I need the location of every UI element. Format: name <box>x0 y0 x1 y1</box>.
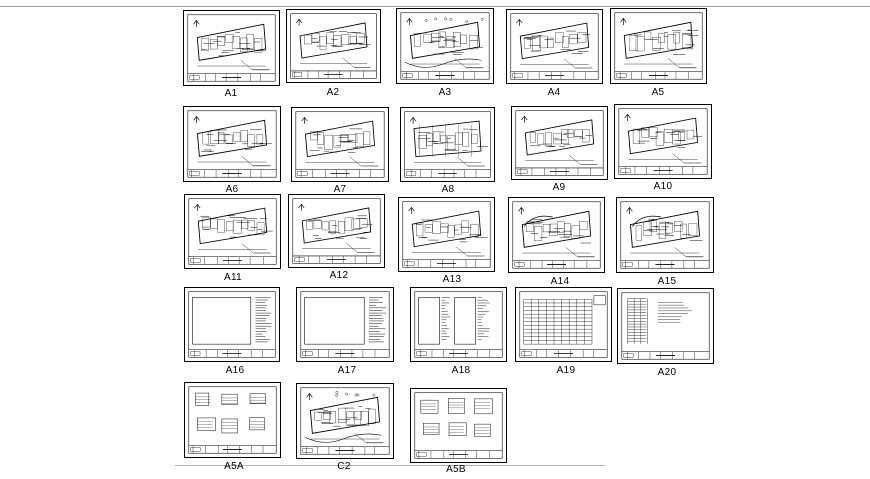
drawing-sheet-a5a[interactable] <box>184 382 281 458</box>
sheet-label-a13: A13 <box>442 274 462 285</box>
sheet-drawing <box>188 198 277 265</box>
drawing-sheet-a15[interactable] <box>616 197 714 273</box>
drawing-sheet-a7[interactable] <box>291 107 389 182</box>
sheet-label-a11: A11 <box>224 272 242 283</box>
drawing-sheet-a17[interactable] <box>296 287 394 362</box>
drawing-sheet-a20[interactable] <box>617 288 714 364</box>
sheet-label-a6: A6 <box>225 184 239 195</box>
sheet-drawing <box>188 386 277 454</box>
sheet-label-a17: A17 <box>337 365 357 376</box>
sheet-label-a8: A8 <box>441 184 455 195</box>
sheet-label-a12: A12 <box>329 270 349 281</box>
drawing-sheet-c2[interactable] <box>296 383 394 459</box>
sheet-drawing <box>414 392 503 459</box>
bottom-divider-line <box>175 465 605 466</box>
sheet-label-a14: A14 <box>550 276 570 287</box>
drawing-sheet-a12[interactable] <box>288 194 385 268</box>
drawing-sheet-a1[interactable] <box>183 10 280 86</box>
sheet-drawing <box>188 291 276 358</box>
drawing-sheet-a14[interactable] <box>508 197 605 273</box>
sheet-label-a9: A9 <box>552 182 566 193</box>
sheet-label-a18: A18 <box>451 365 471 376</box>
sheet-label-c2: C2 <box>337 461 351 472</box>
drawing-sheet-a8[interactable] <box>400 107 495 182</box>
sheet-drawing <box>519 291 608 358</box>
drawing-sheet-a16[interactable] <box>184 287 280 362</box>
sheet-label-a20: A20 <box>657 367 677 378</box>
sheet-drawing <box>300 291 390 358</box>
sheet-drawing <box>515 110 604 176</box>
drawing-sheet-a6[interactable] <box>183 106 281 182</box>
drawing-sheet-a2[interactable] <box>286 9 381 83</box>
sheet-label-a4: A4 <box>547 87 561 98</box>
sheet-label-a5: A5 <box>651 87 665 98</box>
drawing-sheet-a5[interactable] <box>610 8 707 84</box>
sheet-label-a5b: A5B <box>446 464 466 475</box>
sheet-label-a10: A10 <box>653 181 673 192</box>
sheet-label-a2: A2 <box>326 87 340 98</box>
sheet-drawing <box>510 13 599 80</box>
drawing-sheet-a9[interactable] <box>511 106 608 180</box>
drawing-sheet-a4[interactable] <box>506 9 603 84</box>
sheet-drawing <box>618 108 708 175</box>
sheet-drawing <box>620 201 710 269</box>
sheet-drawing <box>300 387 390 455</box>
sheet-drawing <box>290 13 377 79</box>
drawing-sheet-a10[interactable] <box>614 104 712 179</box>
sheet-drawing <box>187 110 277 178</box>
sheet-label-a19: A19 <box>556 365 576 376</box>
drawing-sheet-a5b[interactable] <box>410 388 507 463</box>
sheet-drawing <box>400 12 490 80</box>
drawing-sheet-a3[interactable] <box>396 8 494 84</box>
sheet-drawing <box>187 14 276 82</box>
sheet-drawing <box>295 111 385 178</box>
drawing-sheet-a18[interactable] <box>410 287 507 362</box>
sheet-label-a5a: A5A <box>224 461 244 472</box>
sheet-label-a15: A15 <box>657 276 677 287</box>
drawing-sheet-a19[interactable] <box>515 287 612 362</box>
sheet-drawing <box>614 12 703 80</box>
drawing-sheet-a13[interactable] <box>398 197 495 272</box>
sheet-drawing <box>292 198 381 264</box>
sheet-label-a16: A16 <box>225 365 245 376</box>
sheet-label-a1: A1 <box>224 88 238 99</box>
sheet-drawing <box>512 201 601 269</box>
top-divider-line <box>0 6 870 7</box>
sheet-label-a7: A7 <box>333 184 347 195</box>
sheet-label-a3: A3 <box>438 87 452 98</box>
sheet-drawing <box>414 291 503 358</box>
sheet-drawing <box>402 201 491 268</box>
sheet-drawing <box>621 292 710 360</box>
drawing-sheet-a11[interactable] <box>184 194 281 269</box>
sheet-drawing <box>404 111 491 178</box>
